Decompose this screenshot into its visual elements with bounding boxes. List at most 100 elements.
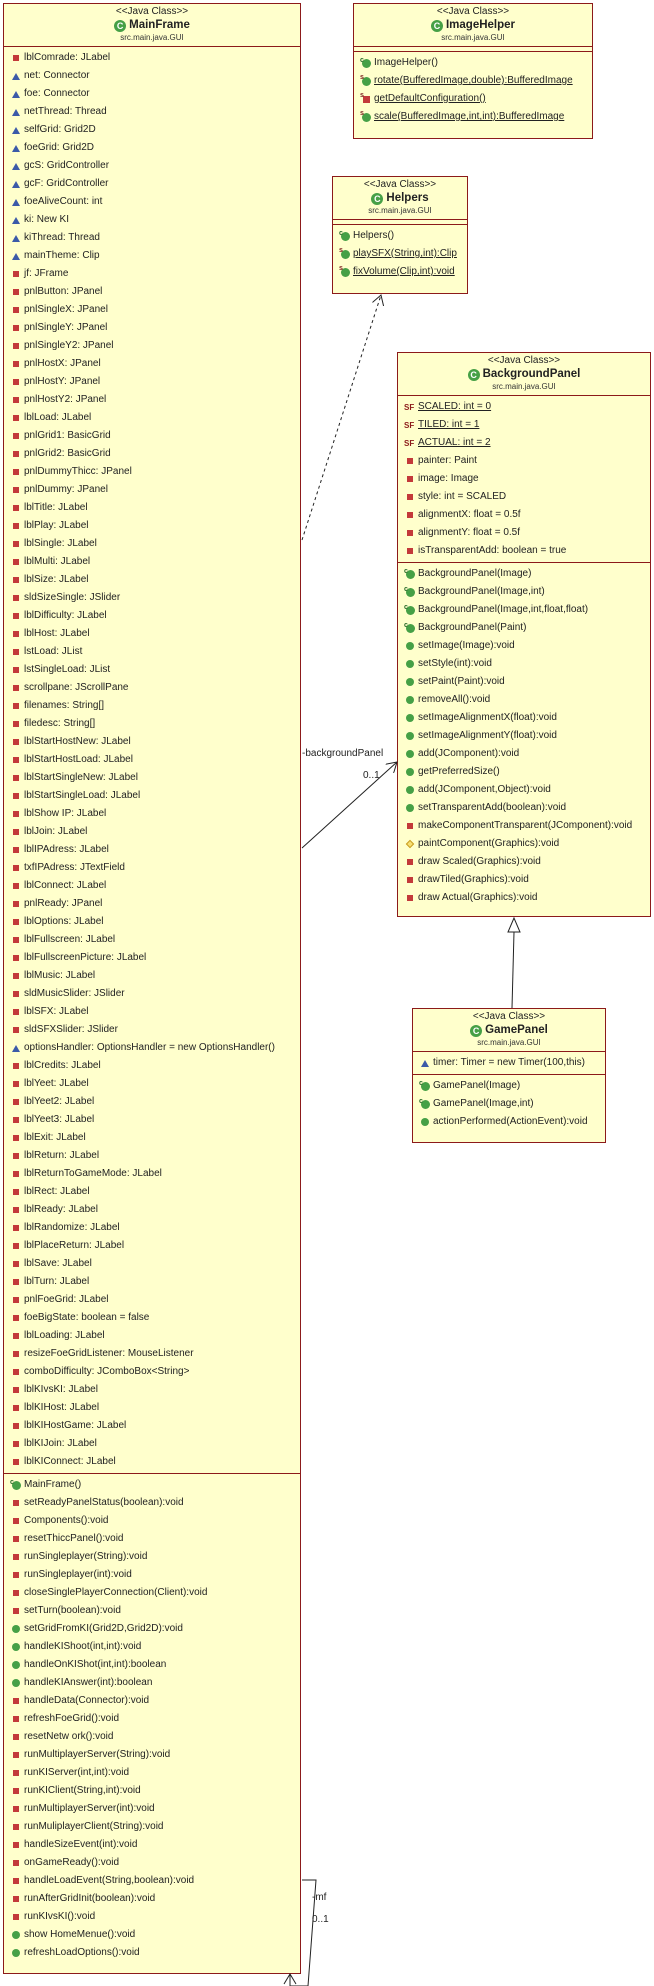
member-row[interactable]: pnlButton: JPanel (4, 283, 300, 301)
member-row[interactable]: BackgroundPanel(Image) (398, 565, 650, 583)
member-row[interactable]: lblPlaceReturn: JLabel (4, 1237, 300, 1255)
member-row[interactable]: lblKIJoin: JLabel (4, 1435, 300, 1453)
member-row[interactable]: ACTUAL: int = 2 (398, 434, 650, 452)
member-row[interactable]: lblTitle: JLabel (4, 499, 300, 517)
member-row[interactable]: style: int = SCALED (398, 488, 650, 506)
member-row[interactable]: lblMusic: JLabel (4, 967, 300, 985)
member-row[interactable]: Components():void (4, 1512, 300, 1530)
mainframe-class[interactable]: <<Java Class>> MainFrame src.main.java.G… (3, 3, 301, 1974)
member-row[interactable]: foeAliveCount: int (4, 193, 300, 211)
member-row[interactable]: foe: Connector (4, 85, 300, 103)
member-row[interactable]: mainTheme: Clip (4, 247, 300, 265)
member-row[interactable]: netThread: Thread (4, 103, 300, 121)
member-row[interactable]: ImageHelper() (354, 54, 592, 72)
member-row[interactable]: lblTurn: JLabel (4, 1273, 300, 1291)
member-row[interactable]: lblJoin: JLabel (4, 823, 300, 841)
member-row[interactable]: setStyle(int):void (398, 655, 650, 673)
member-row[interactable]: runSingleplayer(String):void (4, 1548, 300, 1566)
member-row[interactable]: resetThiccPanel():void (4, 1530, 300, 1548)
member-row[interactable]: TILED: int = 1 (398, 416, 650, 434)
member-row[interactable]: lblKIHostGame: JLabel (4, 1417, 300, 1435)
member-row[interactable]: getDefaultConfiguration() (354, 90, 592, 108)
member-row[interactable]: show HomeMenue():void (4, 1926, 300, 1944)
member-row[interactable]: getPreferredSize() (398, 763, 650, 781)
member-row[interactable]: MainFrame() (4, 1476, 300, 1494)
member-row[interactable]: setPaint(Paint):void (398, 673, 650, 691)
member-row[interactable]: kiThread: Thread (4, 229, 300, 247)
member-row[interactable]: draw Actual(Graphics):void (398, 889, 650, 907)
member-row[interactable]: scrollpane: JScrollPane (4, 679, 300, 697)
member-row[interactable]: pnlSingleY2: JPanel (4, 337, 300, 355)
member-row[interactable]: filenames: String[] (4, 697, 300, 715)
member-row[interactable]: resizeFoeGridListener: MouseListener (4, 1345, 300, 1363)
member-row[interactable]: lstLoad: JList (4, 643, 300, 661)
member-row[interactable]: runKIvsKI():void (4, 1908, 300, 1926)
member-row[interactable]: scale(BufferedImage,int,int):BufferedIma… (354, 108, 592, 126)
member-row[interactable]: lblConnect: JLabel (4, 877, 300, 895)
helpers-class[interactable]: <<Java Class>> Helpers src.main.java.GUI… (332, 176, 468, 294)
member-row[interactable]: drawTiled(Graphics):void (398, 871, 650, 889)
member-row[interactable]: lblPlay: JLabel (4, 517, 300, 535)
member-row[interactable]: comboDifficulty: JComboBox<String> (4, 1363, 300, 1381)
member-row[interactable]: add(JComponent):void (398, 745, 650, 763)
member-row[interactable]: pnlHostY2: JPanel (4, 391, 300, 409)
member-row[interactable]: runAfterGridInit(boolean):void (4, 1890, 300, 1908)
member-row[interactable]: draw Scaled(Graphics):void (398, 853, 650, 871)
member-row[interactable]: selfGrid: Grid2D (4, 121, 300, 139)
member-row[interactable]: lblStartSingleLoad: JLabel (4, 787, 300, 805)
member-row[interactable]: lblStartHostNew: JLabel (4, 733, 300, 751)
member-row[interactable]: lblFullscreen: JLabel (4, 931, 300, 949)
member-row[interactable]: net: Connector (4, 67, 300, 85)
member-row[interactable]: handleSizeEvent(int):void (4, 1836, 300, 1854)
member-row[interactable]: lblYeet3: JLabel (4, 1111, 300, 1129)
member-row[interactable]: setReadyPanelStatus(boolean):void (4, 1494, 300, 1512)
member-row[interactable]: BackgroundPanel(Image,int,float,float) (398, 601, 650, 619)
member-row[interactable]: foeGrid: Grid2D (4, 139, 300, 157)
member-row[interactable]: pnlGrid1: BasicGrid (4, 427, 300, 445)
member-row[interactable]: pnlHostX: JPanel (4, 355, 300, 373)
member-row[interactable]: GamePanel(Image,int) (413, 1095, 605, 1113)
member-row[interactable]: painter: Paint (398, 452, 650, 470)
member-row[interactable]: setGridFromKI(Grid2D,Grid2D):void (4, 1620, 300, 1638)
member-row[interactable]: lblExit: JLabel (4, 1129, 300, 1147)
member-row[interactable]: lblMulti: JLabel (4, 553, 300, 571)
member-row[interactable]: paintComponent(Graphics):void (398, 835, 650, 853)
member-row[interactable]: alignmentY: float = 0.5f (398, 524, 650, 542)
member-row[interactable]: lblSFX: JLabel (4, 1003, 300, 1021)
member-row[interactable]: lblSingle: JLabel (4, 535, 300, 553)
member-row[interactable]: ki: New KI (4, 211, 300, 229)
member-row[interactable]: handleData(Connector):void (4, 1692, 300, 1710)
member-row[interactable]: runKIClient(String,int):void (4, 1782, 300, 1800)
member-row[interactable]: setImageAlignmentY(float):void (398, 727, 650, 745)
member-row[interactable]: fixVolume(Clip,int):void (333, 263, 467, 281)
member-row[interactable]: lblCredits: JLabel (4, 1057, 300, 1075)
member-row[interactable]: lblStartSingleNew: JLabel (4, 769, 300, 787)
member-row[interactable]: lblReturnToGameMode: JLabel (4, 1165, 300, 1183)
member-row[interactable]: runMuliplayerClient(String):void (4, 1818, 300, 1836)
member-row[interactable]: sldSizeSingle: JSlider (4, 589, 300, 607)
member-row[interactable]: txfIPAdress: JTextField (4, 859, 300, 877)
member-row[interactable]: pnlDummyThicc: JPanel (4, 463, 300, 481)
member-row[interactable]: lstSingleLoad: JList (4, 661, 300, 679)
member-row[interactable]: runMultiplayerServer(String):void (4, 1746, 300, 1764)
member-row[interactable]: rotate(BufferedImage,double):BufferedIma… (354, 72, 592, 90)
member-row[interactable]: handleKIAnswer(int):boolean (4, 1674, 300, 1692)
member-row[interactable]: lblShow IP: JLabel (4, 805, 300, 823)
member-row[interactable]: lblYeet: JLabel (4, 1075, 300, 1093)
member-row[interactable]: actionPerformed(ActionEvent):void (413, 1113, 605, 1131)
member-row[interactable]: BackgroundPanel(Paint) (398, 619, 650, 637)
member-row[interactable]: setTurn(boolean):void (4, 1602, 300, 1620)
member-row[interactable]: jf: JFrame (4, 265, 300, 283)
member-row[interactable]: filedesc: String[] (4, 715, 300, 733)
member-row[interactable]: lblStartHostLoad: JLabel (4, 751, 300, 769)
member-row[interactable]: lblDifficulty: JLabel (4, 607, 300, 625)
member-row[interactable]: removeAll():void (398, 691, 650, 709)
member-row[interactable]: image: Image (398, 470, 650, 488)
member-row[interactable]: lblKIConnect: JLabel (4, 1453, 300, 1471)
member-row[interactable]: refreshFoeGrid():void (4, 1710, 300, 1728)
member-row[interactable]: setImageAlignmentX(float):void (398, 709, 650, 727)
member-row[interactable]: pnlFoeGrid: JLabel (4, 1291, 300, 1309)
member-row[interactable]: lblIPAdress: JLabel (4, 841, 300, 859)
member-row[interactable]: lblRandomize: JLabel (4, 1219, 300, 1237)
member-row[interactable]: closeSinglePlayerConnection(Client):void (4, 1584, 300, 1602)
